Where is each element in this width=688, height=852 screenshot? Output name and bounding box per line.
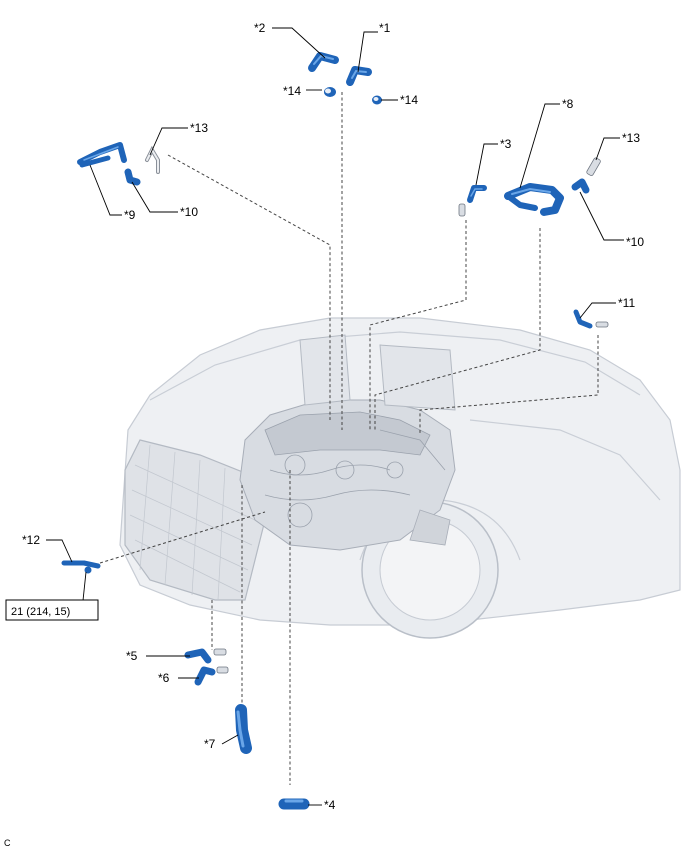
torque-spec-box: 21 (214, 15) [5, 599, 99, 621]
callout-13-left: *13 [190, 121, 208, 135]
callout-10-right: *10 [626, 235, 644, 249]
part-11-hose [573, 309, 609, 329]
callout-11: *11 [618, 296, 635, 310]
part-2-hose [308, 52, 339, 72]
callout-13-right: *13 [622, 131, 640, 145]
callout-4: *4 [324, 798, 336, 812]
part-8-hose [504, 183, 564, 216]
part-5-hose [184, 648, 227, 664]
part-13-pipe-right [586, 157, 601, 176]
callout-14-left: *14 [283, 84, 301, 98]
part-14-clamp-right [372, 95, 382, 105]
callout-3: *3 [500, 137, 512, 151]
engine-assembly [239, 334, 456, 551]
part-14-clamp-left [324, 87, 336, 97]
callout-12: *12 [22, 533, 40, 547]
part-10-connector-right [571, 178, 590, 194]
part-9-hose [77, 142, 127, 168]
vehicle-front-illustration [119, 317, 681, 639]
callout-2: *2 [254, 21, 266, 35]
figure-code: C [4, 838, 11, 848]
leader-lines [46, 27, 624, 806]
callout-8: *8 [562, 97, 574, 111]
callout-9: *9 [124, 208, 136, 222]
part-13-pipe-left [145, 145, 160, 174]
callout-1: *1 [379, 21, 391, 35]
grille [124, 439, 266, 601]
callout-10-left: *10 [180, 205, 198, 219]
callout-5: *5 [126, 649, 138, 663]
part-12-hose [61, 560, 101, 574]
torque-spec-text: 21 (214, 15) [11, 606, 70, 618]
part-4-hose [278, 798, 310, 810]
part-7-hose [235, 704, 252, 754]
part-3-hose [458, 185, 487, 217]
part-10-connector-left [124, 168, 141, 186]
callout-14-right: *14 [400, 93, 418, 107]
part-1-hose [346, 66, 372, 86]
assembly-guide-lines [99, 92, 599, 785]
callout-6: *6 [158, 671, 170, 685]
callout-7: *7 [204, 737, 216, 751]
part-6-hose [194, 666, 229, 686]
